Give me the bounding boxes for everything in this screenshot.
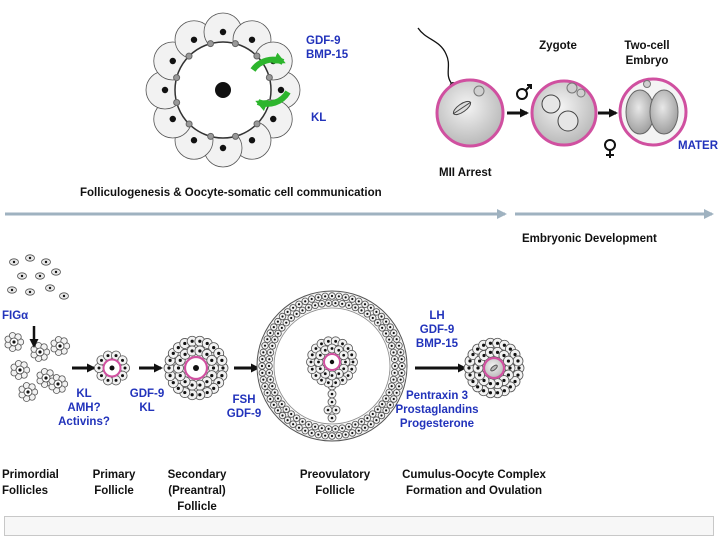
two-cell-embryo bbox=[618, 77, 688, 147]
preovulatory-follicle bbox=[256, 290, 408, 442]
transition-4-lh: LH bbox=[429, 310, 445, 322]
cumulus-oocyte-complex bbox=[463, 337, 525, 399]
stage-primary-line2: Follicle bbox=[94, 485, 134, 497]
zygote-label: Zygote bbox=[539, 40, 577, 52]
mii-oocyte bbox=[435, 78, 505, 148]
figa-label: FIGα bbox=[2, 310, 29, 322]
two-cell-label-line1: Two-cell bbox=[624, 40, 670, 52]
primary-follicle bbox=[94, 350, 131, 386]
transition-2-kl: KL bbox=[139, 402, 155, 414]
section-caption: Folliculogenesis & Oocyte-somatic cell c… bbox=[80, 187, 382, 199]
green-circular-arrows-icon-lower bbox=[255, 90, 291, 112]
transition-3-gdf9: GDF-9 bbox=[226, 408, 262, 420]
mii-arrest-label: MII Arrest bbox=[439, 167, 492, 179]
primordial-follicles bbox=[4, 254, 71, 402]
transition-2-gdf9: GDF-9 bbox=[129, 388, 165, 400]
top-kl-label: KL bbox=[311, 112, 327, 124]
stage-preovulatory-line2: Follicle bbox=[315, 485, 355, 497]
oocyte-somatic-follicle bbox=[145, 12, 301, 168]
mater-label: MATER bbox=[678, 140, 719, 152]
top-factor-gdf9: GDF-9 bbox=[306, 35, 341, 47]
stage-secondary-line2: (Preantral) bbox=[168, 485, 226, 497]
stage-primary-line1: Primary bbox=[92, 469, 136, 481]
two-cell-label-line2: Embryo bbox=[625, 55, 669, 67]
male-symbol-icon bbox=[516, 84, 532, 100]
transition-4-prostaglandins: Prostaglandins bbox=[395, 404, 479, 416]
transition-4-bmp15: BMP-15 bbox=[415, 338, 459, 350]
stage-secondary-line1: Secondary bbox=[167, 469, 227, 481]
green-circular-arrows-icon bbox=[250, 52, 286, 72]
transition-1-activins: Activins? bbox=[58, 416, 110, 428]
transition-1-amh: AMH? bbox=[67, 402, 101, 414]
female-symbol-icon bbox=[604, 139, 616, 158]
transition-4-gdf9: GDF-9 bbox=[419, 324, 455, 336]
transition-3-fsh: FSH bbox=[232, 394, 256, 406]
stage-secondary-line3: Follicle bbox=[177, 501, 217, 513]
transition-1-kl: KL bbox=[76, 388, 92, 400]
transition-4-pentraxin: Pentraxin 3 bbox=[406, 390, 468, 402]
zygote bbox=[530, 79, 598, 147]
transition-4-progesterone: Progesterone bbox=[399, 418, 475, 430]
sperm-icon bbox=[417, 27, 453, 85]
secondary-follicle bbox=[163, 335, 229, 401]
top-factor-bmp15: BMP-15 bbox=[306, 49, 349, 61]
embryonic-development-label: Embryonic Development bbox=[522, 233, 657, 245]
stage-primordial-line2: Follicles bbox=[2, 485, 49, 497]
footer-panel bbox=[4, 516, 714, 536]
stage-coc-line1: Cumulus-Oocyte Complex bbox=[402, 469, 546, 481]
stage-coc-line2: Formation and Ovulation bbox=[405, 485, 543, 497]
stage-primordial-line1: Primordial bbox=[2, 469, 59, 481]
stage-preovulatory-line1: Preovulatory bbox=[299, 469, 371, 481]
oocyte-nucleus bbox=[215, 82, 231, 98]
